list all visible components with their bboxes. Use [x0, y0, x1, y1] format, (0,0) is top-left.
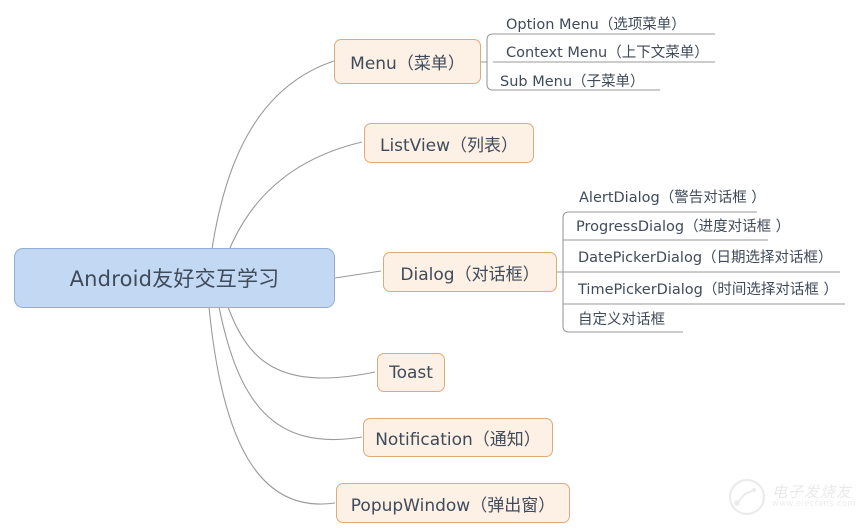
branch-node-popupwindow[interactable]: PopupWindow（弹出窗） — [336, 483, 570, 523]
branch-node-listview[interactable]: ListView（列表） — [364, 123, 534, 163]
leaf-sub-menu-label: Sub Menu（子菜单） — [500, 74, 645, 90]
branch-node-popupwindow-label: PopupWindow（弹出窗） — [350, 495, 556, 516]
leaf-customdialog-label: 自定义对话框 — [578, 312, 665, 328]
root-node-label: Android友好交互学习 — [69, 267, 280, 291]
branch-node-menu[interactable]: Menu（菜单） — [334, 39, 481, 84]
leaf-timepickerdialog-label: TimePickerDialog（时间选择对话框 ） — [578, 282, 838, 298]
leaf-alertdialog-label: AlertDialog（警告对话框 ） — [579, 190, 766, 206]
edge-root-toast — [227, 306, 376, 379]
leaf-datepickerdialog-label: DatePickerDialog（日期选择对话框） — [578, 250, 833, 266]
branch-node-notification-label: Notification（通知） — [375, 430, 541, 450]
leaf-customdialog[interactable]: 自定义对话框 — [578, 313, 665, 328]
watermark-cn: 电子发烧友 — [772, 482, 853, 501]
leaf-option-menu-label: Option Menu（选项菜单） — [506, 17, 686, 33]
watermark-url: www.elecfans.com — [772, 499, 856, 510]
branch-node-menu-label: Menu（菜单） — [350, 54, 465, 74]
leaf-timepickerdialog[interactable]: TimePickerDialog（时间选择对话框 ） — [578, 283, 838, 298]
branch-node-toast-label: Toast — [389, 362, 433, 383]
branch-node-listview-label: ListView（列表） — [379, 135, 519, 156]
branch-node-notification[interactable]: Notification（通知） — [363, 418, 553, 457]
edge-root-notification — [218, 306, 363, 441]
leaf-alertdialog[interactable]: AlertDialog（警告对话框 ） — [579, 191, 766, 206]
root-node[interactable]: Android友好交互学习 — [14, 248, 335, 308]
branch-node-dialog[interactable]: Dialog（对话框） — [383, 252, 557, 292]
leaf-context-menu-label: Context Menu（上下文菜单） — [506, 45, 709, 61]
leaf-progressdialog[interactable]: ProgressDialog（进度对话框 ） — [576, 220, 790, 235]
leaf-progressdialog-label: ProgressDialog（进度对话框 ） — [576, 219, 791, 235]
watermark: 电子发烧友 www.elecfans.com — [727, 477, 856, 517]
branch-node-dialog-label: Dialog（对话框） — [400, 264, 540, 285]
watermark-text: 电子发烧友 www.elecfans.com — [772, 482, 856, 510]
edge-root-dialog — [334, 270, 382, 279]
leaf-option-menu[interactable]: Option Menu（选项菜单） — [506, 18, 686, 33]
edge-root-popup — [208, 306, 336, 505]
watermark-logo-icon — [728, 478, 766, 516]
leaf-sub-menu[interactable]: Sub Menu（子菜单） — [500, 75, 645, 90]
leaf-datepickerdialog[interactable]: DatePickerDialog（日期选择对话框） — [578, 251, 833, 266]
branch-node-toast[interactable]: Toast — [377, 353, 445, 392]
leaf-context-menu[interactable]: Context Menu（上下文菜单） — [506, 46, 709, 61]
